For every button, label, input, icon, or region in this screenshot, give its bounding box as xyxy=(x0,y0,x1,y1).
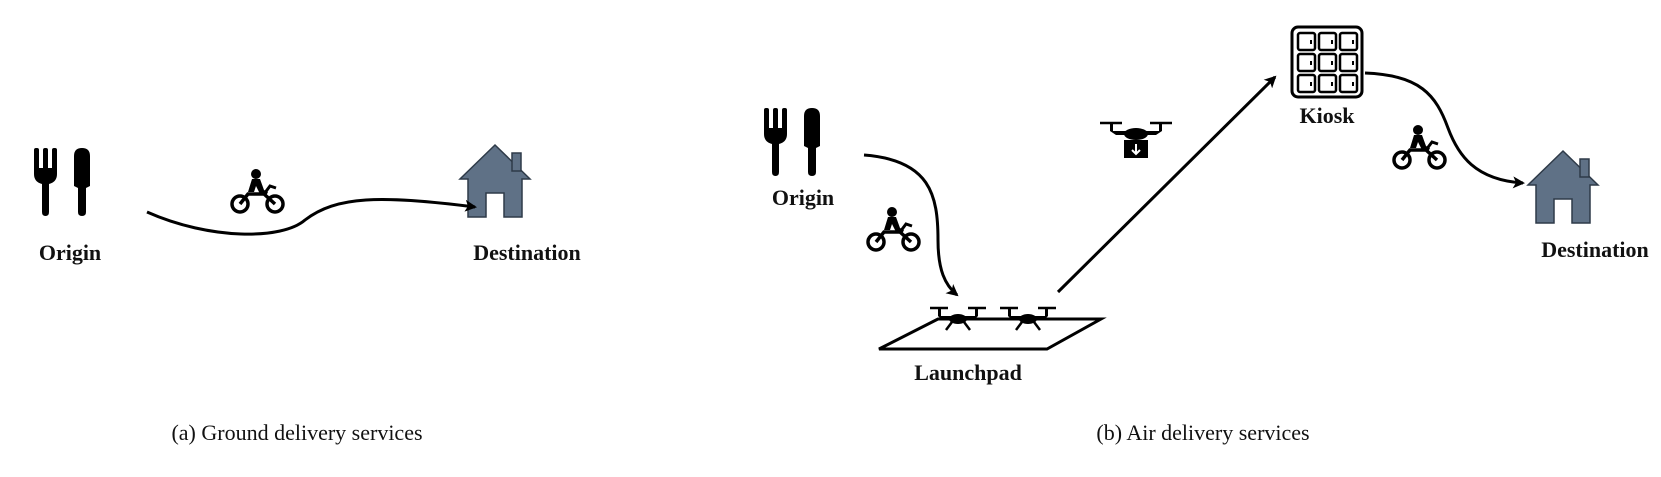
launchpad-label: Launchpad xyxy=(914,360,1022,385)
house-icon xyxy=(1527,150,1599,224)
utensils-icon xyxy=(34,148,90,216)
kiosk-locker-icon xyxy=(1290,25,1364,99)
caption-ground: (a) Ground delivery services xyxy=(171,420,423,445)
destination-label: Destination xyxy=(1541,237,1649,262)
launchpad-icon xyxy=(878,317,1107,351)
motorbike-icon xyxy=(1392,123,1447,170)
origin-label: Origin xyxy=(38,240,102,265)
parcel-drone-icon xyxy=(1098,121,1174,160)
kiosk-to-destination-arrow xyxy=(1364,71,1525,189)
origin-label: Origin xyxy=(771,185,835,210)
origin-to-launchpad-arrow xyxy=(863,153,959,297)
motorbike-icon xyxy=(230,167,285,214)
kiosk-label: Kiosk xyxy=(1299,103,1355,128)
caption-air: (b) Air delivery services xyxy=(1096,420,1310,445)
utensils-icon xyxy=(764,108,820,176)
ground-route-arrow xyxy=(146,198,477,236)
destination-label: Destination xyxy=(473,240,581,265)
motorbike-icon xyxy=(866,205,921,252)
air-route-arrow xyxy=(1056,75,1277,294)
